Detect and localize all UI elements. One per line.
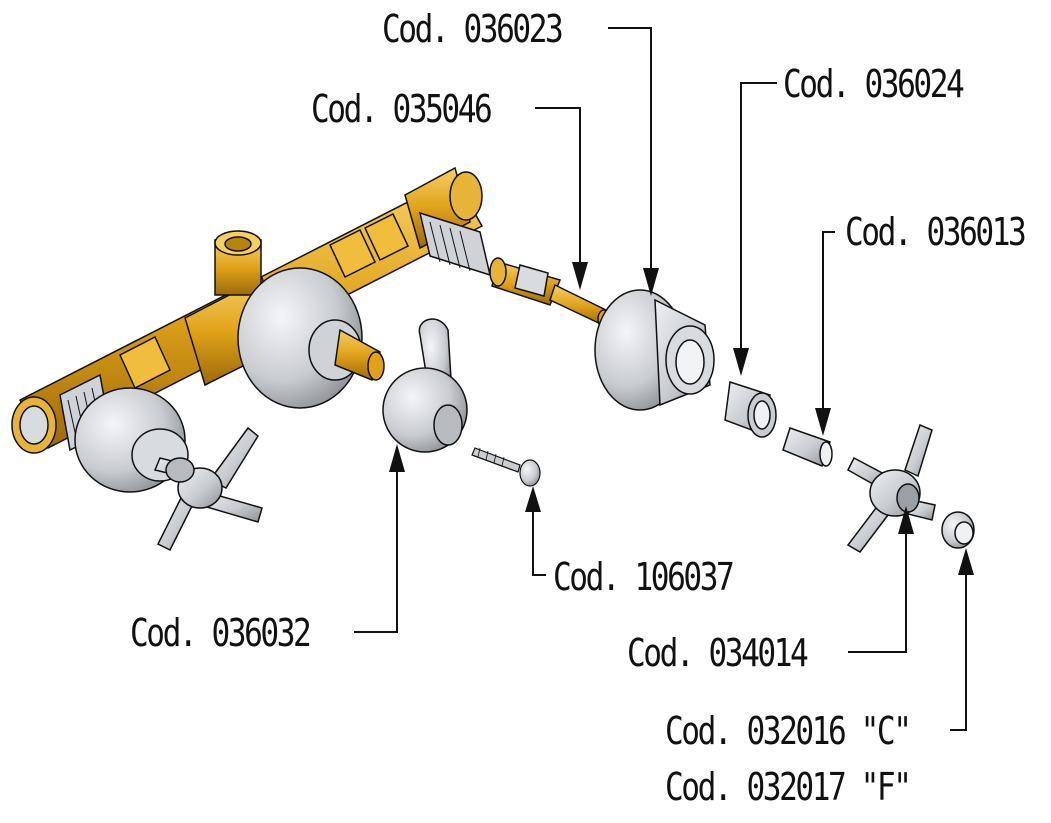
leader-036032 [354, 470, 398, 633]
label-cod-036013: Cod. 036013 [845, 210, 1027, 254]
escutcheon-icon [237, 267, 385, 409]
sleeve-icon [724, 381, 777, 438]
leader-034014 [848, 532, 907, 653]
arrow-032016 [958, 548, 974, 575]
leader-032016 [950, 573, 967, 731]
leader-036023 [608, 27, 652, 278]
label-cod-035046: Cod. 035046 [311, 87, 493, 131]
label-cod-036023: Cod. 036023 [382, 7, 564, 51]
arrow-036032 [389, 444, 405, 472]
lever-handle-icon [382, 318, 468, 453]
leader-lines [354, 27, 967, 731]
arrow-036013 [815, 408, 831, 436]
cross-handle-icon [846, 423, 936, 553]
label-cod-032016: Cod. 032016 "C" [665, 709, 912, 753]
arrow-106037 [525, 486, 541, 512]
cartridge-icon [489, 257, 611, 329]
label-cod-034014: Cod. 034014 [627, 631, 809, 675]
arrow-034014 [898, 506, 914, 534]
spacer-tube-icon [782, 427, 833, 467]
leader-036024 [740, 82, 777, 358]
label-cod-036024: Cod. 036024 [783, 62, 965, 106]
arrow-036024 [733, 348, 749, 376]
label-cod-106037: Cod. 106037 [553, 555, 735, 599]
arrow-035046 [572, 262, 588, 290]
leader-106037 [532, 510, 546, 576]
leader-035046 [535, 107, 581, 272]
arrowheads [389, 262, 974, 575]
index-cap-icon [941, 511, 975, 549]
label-cod-036032: Cod. 036032 [130, 611, 312, 655]
leader-036013 [822, 231, 835, 418]
arrow-036023 [643, 268, 659, 296]
escutcheon-icon [594, 289, 715, 411]
label-cod-032017: Cod. 032017 "F" [665, 765, 912, 809]
screw-icon [471, 447, 541, 487]
cross-handle-icon [153, 426, 263, 552]
